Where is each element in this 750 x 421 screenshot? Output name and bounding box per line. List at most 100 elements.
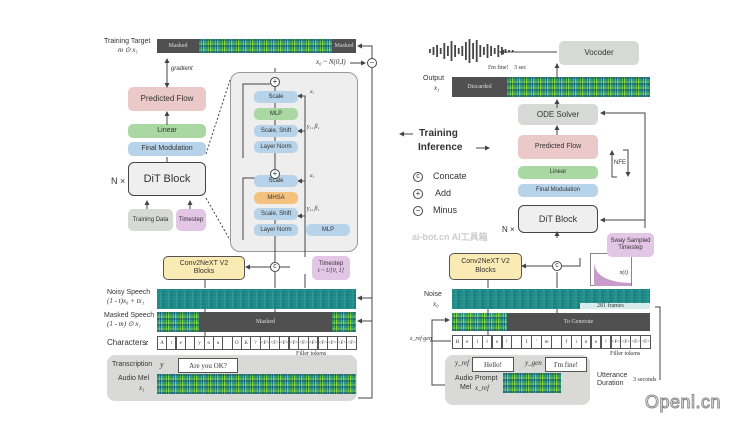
waveform-bar (504, 49, 507, 53)
aibot-watermark: ai-bot.cn AI工具箱 (412, 232, 488, 242)
waveform-bar (479, 45, 482, 57)
dit-timestep-mlp: MLP (306, 224, 350, 236)
three-seconds-label: 3 seconds (633, 377, 657, 383)
transcription-text-box: Are you OK? (178, 358, 238, 373)
mel-label: Mel (460, 384, 472, 391)
gamma-beta-label: γ₁, β₁ (307, 206, 320, 212)
gamma-beta-label: γ₁, β₁ (307, 124, 320, 130)
dit-upper-mlp: MLP (254, 108, 298, 120)
masked-speech-spectrogram: Masked (157, 312, 356, 332)
linear-block: Linear (128, 124, 206, 138)
conv2next-block: Conv2NeXT V2 Blocks (163, 256, 245, 280)
legend-add-icon: + (413, 189, 423, 199)
alpha-label: α₁ (310, 90, 315, 95)
sway-curve (594, 262, 631, 286)
legend-concate: Concate (433, 171, 467, 181)
waveform-icon (429, 39, 514, 63)
discarded-region: Discarded (452, 77, 507, 97)
output-math: x₁ (434, 84, 440, 92)
waveform-bar (461, 46, 464, 56)
noisy-speech-spectrogram (157, 289, 356, 309)
dit-lower-layer-norm: Layer Norm (254, 224, 298, 236)
y-gen-label: y_gen (525, 359, 542, 367)
waveform-bar (465, 42, 467, 60)
waveform-bar (490, 46, 492, 56)
dit-lower-mhsa: MHSA (254, 192, 298, 204)
training-target-label: Training Target (104, 38, 151, 45)
pi-t-label: π(t) (619, 270, 628, 276)
predicted-flow-block: Predicted Flow (128, 87, 206, 111)
masked-region-left: Masked (157, 39, 199, 53)
waveform-text: I'm fine! (488, 65, 509, 71)
dit-lower-scale-shift: Scale, Shift (254, 208, 298, 220)
characters-label: Characters (107, 338, 147, 347)
masked-region: Masked (199, 312, 332, 332)
dit-upper-layer-norm: Layer Norm (254, 141, 298, 153)
x-ref-label: x_ref (475, 384, 490, 392)
filler-tokens-label: Filler tokens (610, 351, 641, 357)
nfe-label: NFE (614, 160, 626, 166)
y-ref-label: y_ref (455, 359, 470, 367)
waveform-bar (508, 50, 510, 52)
concat-operator-icon: c (552, 261, 562, 271)
audio-mel-label: Audio Mel (118, 375, 150, 382)
audio-prompt-spectrogram (503, 373, 561, 393)
sway-distribution-plot: π(t) (590, 253, 632, 286)
concat-operator-icon: c (270, 262, 280, 272)
character-token: <F> (346, 336, 357, 350)
noise-spectrogram (452, 289, 650, 309)
legend-concat-icon: c (413, 172, 423, 182)
waveform-bar (436, 45, 438, 57)
audio-prompt-label: Audio Prompt (455, 375, 498, 382)
waveform-bar (443, 43, 446, 59)
dit-lower-scale: Scale (254, 175, 298, 187)
waveform-bar (475, 40, 478, 62)
waveform-bar (429, 49, 431, 53)
timestep-uniform-math: t ~ U[0, 1] (318, 268, 344, 274)
linear-block: Linear (518, 166, 598, 179)
masked-speech-math: (1 - m) ⊙ x₁ (107, 320, 141, 328)
waveform-bar (450, 41, 453, 61)
final-modulation-block: Final Modulation (518, 184, 598, 197)
waveform-bar (447, 46, 449, 56)
dit-upper-scale-shift: Scale, Shift (254, 125, 298, 137)
add-operator-icon: + (270, 77, 280, 87)
reference-mel-spectrogram: To Generate (452, 313, 650, 331)
filler-tokens-label: Filler tokens (296, 351, 327, 357)
noisy-speech-math: (1 - t)x₀ + tx₁ (107, 297, 145, 305)
noise-label: Noise (424, 291, 442, 298)
legend-training: Training (419, 128, 458, 139)
training-data-block: Training Data (128, 209, 173, 231)
legend-add: Add (435, 188, 452, 198)
y-ref-text-box: Hello! (472, 357, 514, 372)
vocoder-block: Vocoder (559, 41, 639, 65)
to-generate-region: To Generate (507, 313, 650, 331)
frames-bar (580, 303, 650, 309)
sway-sampled-timestep-block: Sway Sampled Timestep (607, 233, 654, 257)
noisy-speech-label: Noisy Speech (107, 289, 151, 296)
timestep-uniform-block: Timestep t ~ U[0, 1] (312, 256, 350, 280)
waveform-bar (454, 45, 456, 57)
frames-label: 281 frames (597, 303, 624, 309)
minus-operator-icon: − (367, 58, 377, 68)
final-modulation-block: Final Modulation (128, 142, 206, 156)
conv2next-block: Conv2NeXT V2 Blocks (449, 253, 522, 280)
y-gen-text-box: I'm fine! (545, 357, 587, 372)
transcription-math: y (160, 360, 164, 369)
noise-distribution-label: x₀ ~ N(0,I) (316, 58, 346, 66)
masked-speech-label: Masked Speech (104, 312, 155, 319)
waveform-bar (486, 44, 489, 58)
utterance-duration-label: Utterance Duration (597, 372, 628, 388)
transcription-label: Transcription (112, 361, 153, 368)
timestep-uniform-label: Timestep (318, 261, 344, 268)
output-label: Output (423, 75, 445, 82)
dit-block: DiT Block (128, 162, 206, 196)
add-operator-icon: + (270, 169, 280, 179)
waveform-bar (457, 48, 460, 54)
dit-upper-scale: Scale (254, 91, 298, 103)
noise-math: x₀ (433, 300, 439, 308)
legend-inference: Inference (418, 142, 463, 153)
legend-minus-icon: − (413, 206, 423, 216)
